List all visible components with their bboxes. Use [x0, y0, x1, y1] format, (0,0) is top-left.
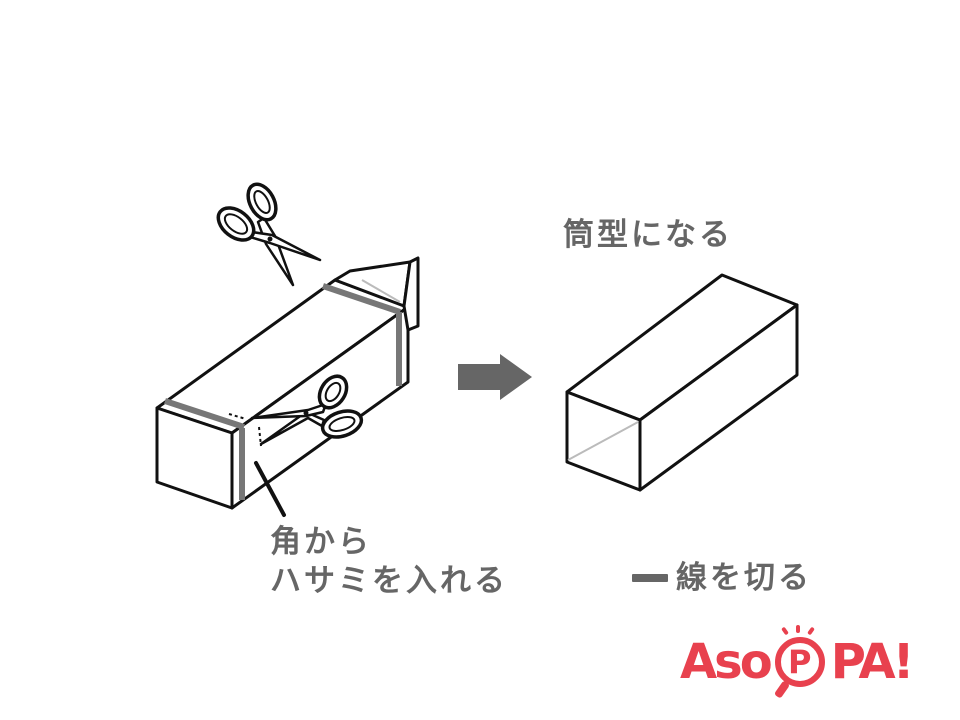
corner-mark-top — [228, 413, 247, 420]
instruction-caption-line1: 角から — [270, 524, 372, 560]
logo-ray — [780, 626, 789, 636]
instruction-pointer-line — [254, 461, 286, 517]
instruction-caption-line2: ハサミを入れる — [270, 563, 508, 599]
carton-front-face — [155, 406, 234, 510]
tube-box — [565, 273, 799, 492]
milk-carton — [155, 256, 420, 510]
scissors-blade — [256, 216, 295, 287]
magnifier-handle — [773, 680, 790, 699]
logo-ray — [806, 626, 815, 636]
scissors-handle-hole — [253, 190, 271, 214]
cut-bands — [164, 283, 402, 500]
cut-band-back-top — [322, 283, 401, 315]
corner-cut-marks — [228, 413, 262, 447]
scissors-blade — [248, 230, 322, 262]
scissors-handle-hole — [324, 381, 342, 403]
cut-band-front-top — [164, 398, 245, 430]
cut-line-legend-swatch — [632, 574, 668, 582]
tube-inner-edge — [567, 421, 639, 461]
scissors-handle-hole — [328, 416, 356, 432]
logo-text-start: Aso — [680, 634, 773, 690]
scissors-icon — [250, 374, 364, 446]
carton-gable-end — [402, 256, 420, 332]
scissors-pivot — [303, 410, 309, 416]
result-caption: 筒型になる — [563, 217, 733, 253]
cut-line-legend-label: 線を切る — [676, 560, 812, 596]
carton-roof-inner-line — [361, 279, 401, 303]
brand-logo: Aso P PA! — [680, 622, 920, 702]
magnifier-icon: P — [772, 625, 828, 699]
scissors-icon — [216, 182, 322, 287]
arrow-right-icon — [458, 354, 532, 400]
logo-ray — [795, 625, 800, 633]
logo-text-end: PA! — [830, 634, 915, 690]
scissors-handle-hole — [223, 213, 249, 235]
logo-circled-letter: P — [774, 637, 825, 687]
scissors-pivot — [267, 236, 273, 242]
